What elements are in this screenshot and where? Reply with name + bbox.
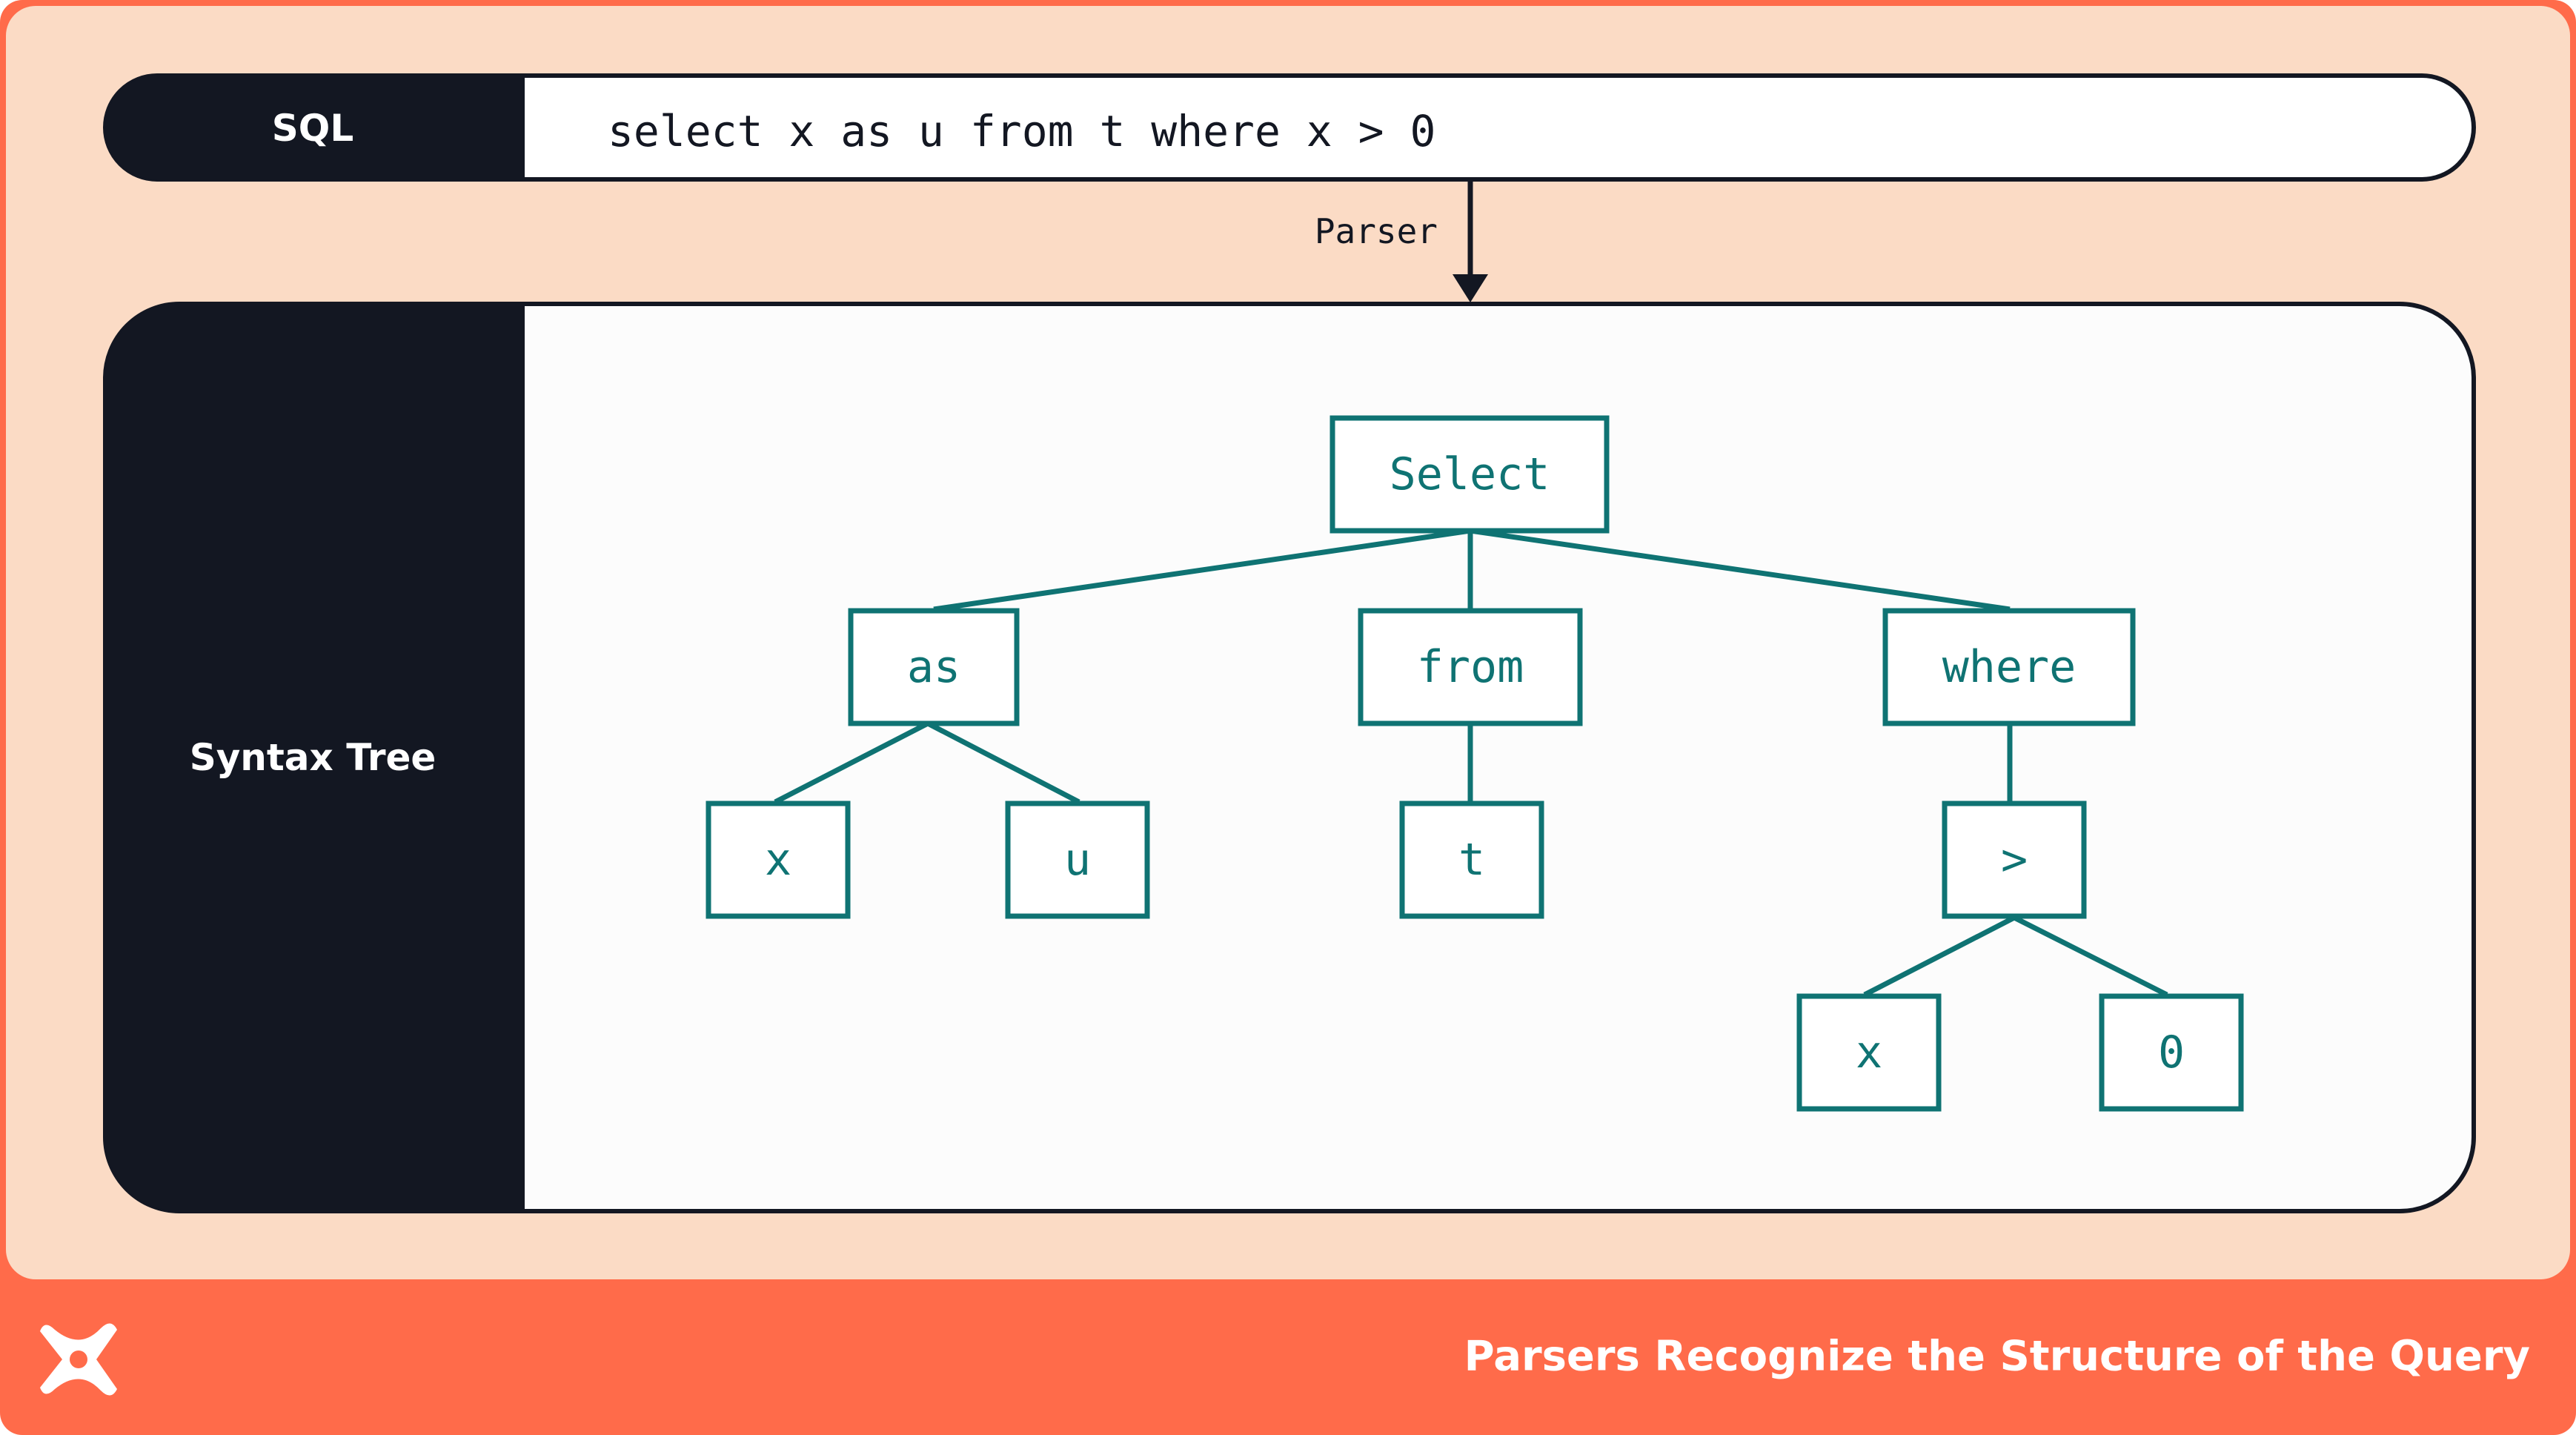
sql-row: SQL select x as u from t where x > 0 [103,73,2476,182]
node-where: where [1882,608,2136,726]
sql-label: SQL [272,107,353,150]
parser-arrowhead [1453,274,1488,302]
node-gt: > [1942,801,2087,919]
node-from: from [1358,608,1583,726]
sql-label-block [105,76,525,179]
edge-select-as [933,528,1471,612]
node-as: as [848,608,1020,726]
dbt-logo-icon [40,1323,117,1396]
footer: Parsers Recognize the Structure of the Q… [40,1323,2530,1396]
syntax-tree-label-block [105,304,525,1211]
node-gt-0-label: 0 [2158,1027,2185,1078]
node-as-label: as [907,641,960,693]
node-select-label: Select [1390,448,1550,500]
sql-query: select x as u from t where x > 0 [608,106,1435,156]
edge-as-u [926,720,1080,805]
edge-gt-0 [2013,915,2168,998]
node-select: Select [1330,415,1610,534]
node-gt-x: x [1796,993,1942,1112]
edge-gt-x [1863,915,2016,998]
node-gt-label: > [2001,834,2028,886]
tree-edges [774,528,2168,998]
tree-nodes: Select as from where x u t > [706,415,2244,1112]
edge-select-where [1470,528,2011,612]
node-as-u: u [1005,801,1150,919]
node-from-t-label: t [1458,834,1485,886]
node-from-label: from [1417,641,1524,693]
node-as-x-label: x [765,834,791,886]
parser-arrow: Parser [1315,181,1488,302]
node-gt-0: 0 [2099,993,2244,1112]
node-as-x: x [706,801,851,919]
parser-label: Parser [1315,211,1438,251]
syntax-tree-label: Syntax Tree [190,736,436,779]
edge-as-x [774,720,929,805]
node-gt-x-label: x [1856,1027,1882,1078]
footer-caption: Parsers Recognize the Structure of the Q… [1464,1333,2530,1381]
node-from-t: t [1399,801,1544,919]
node-where-label: where [1942,641,2077,693]
node-as-u-label: u [1064,834,1091,886]
